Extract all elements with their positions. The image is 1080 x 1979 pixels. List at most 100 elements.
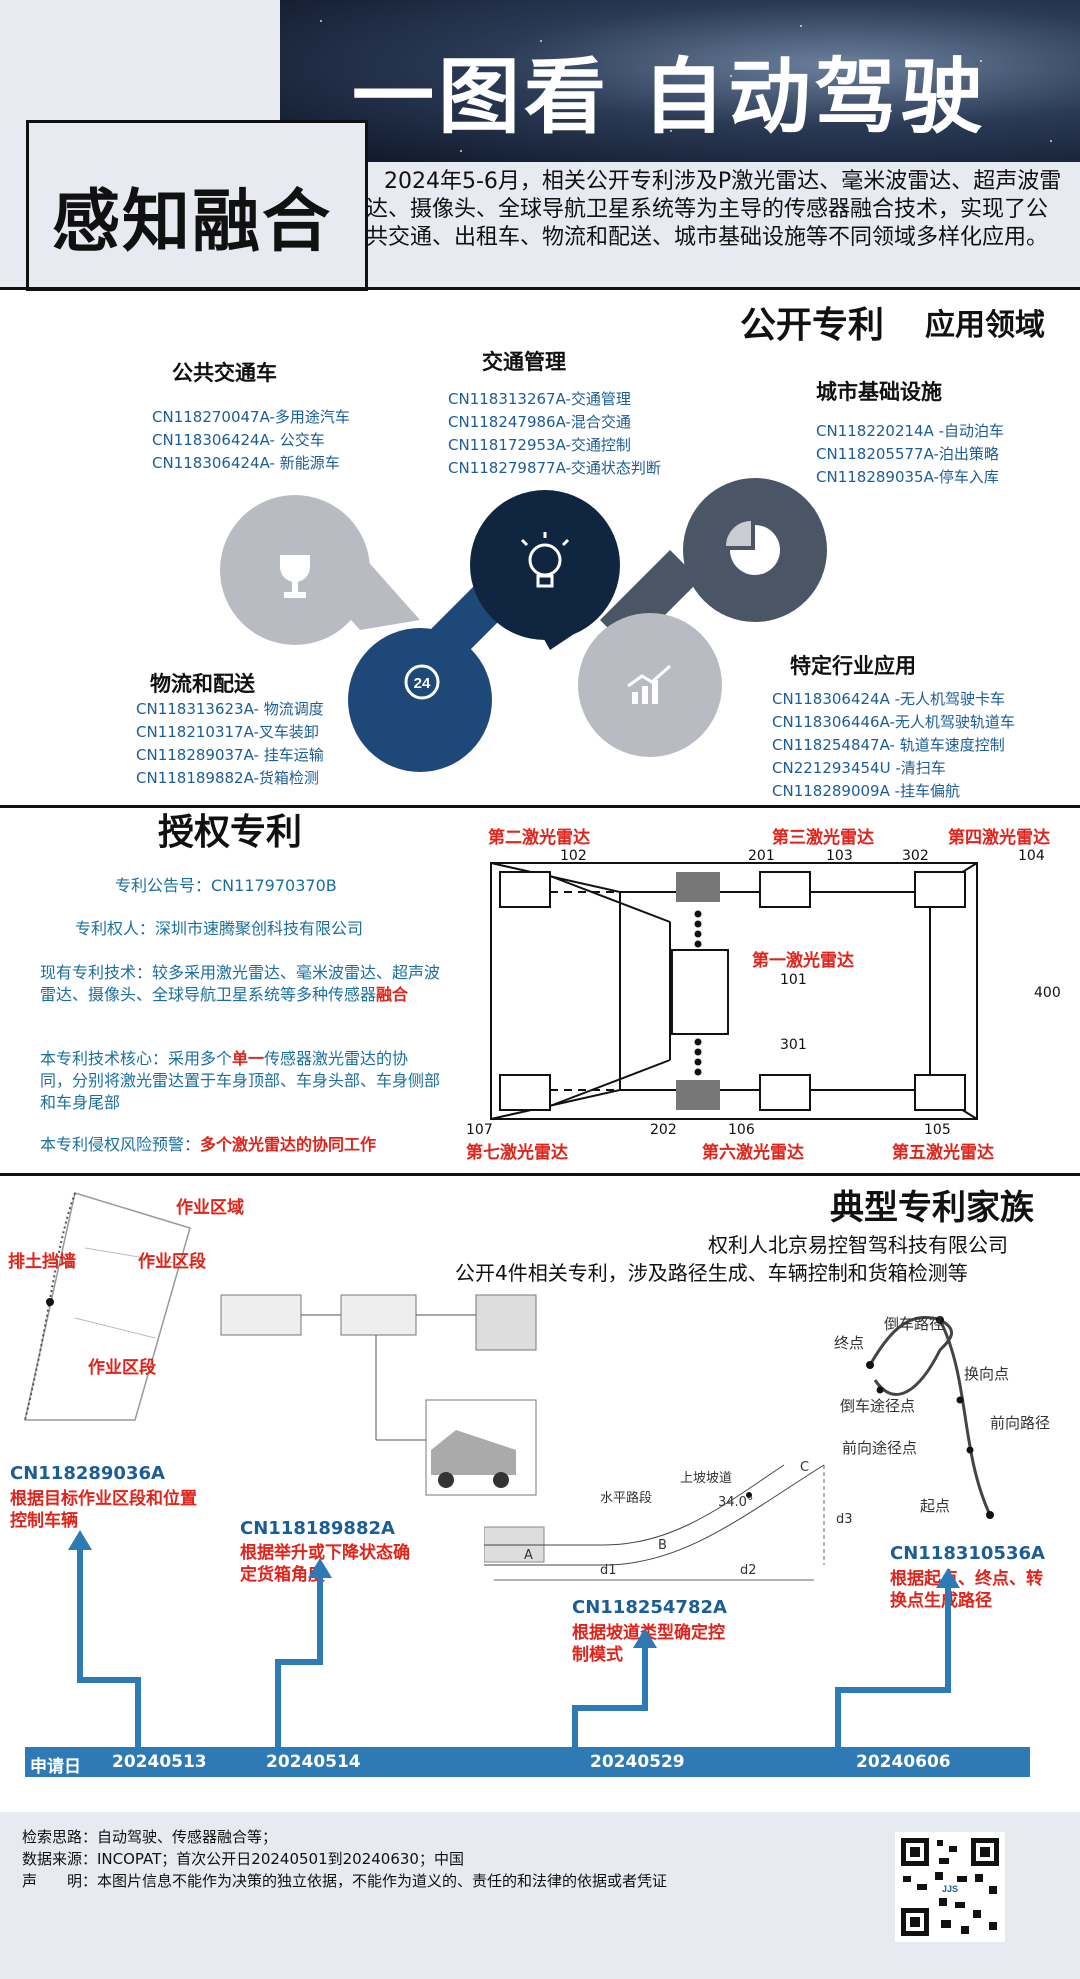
reference-number: 104 <box>1018 848 1045 864</box>
work-area-figure <box>24 1192 191 1421</box>
patent-item: CN118313623A- 物流调度 <box>136 700 324 718</box>
patent-item: CN118306446A-无人机驾驶轨道车 <box>772 713 1015 731</box>
trophy-icon <box>280 555 310 598</box>
application-field-subtitle: 应用领域 <box>925 308 1045 343</box>
pie-chart-icon <box>726 521 780 575</box>
lidar-vehicle-diagram <box>490 862 978 1120</box>
patent-item: CN118189882A-货箱检测 <box>136 769 319 787</box>
figure-text: 换向点 <box>964 1365 1010 1383</box>
main-title: 一图看 自动驾驶 <box>352 50 987 145</box>
figure-text: 上坡坡道 <box>680 1471 733 1486</box>
family-patent-description: 根据坡道类型确定控制模式 <box>572 1623 725 1665</box>
truck-control-figure <box>220 1294 537 1496</box>
timeline-arrows <box>68 1530 960 1748</box>
patent-list-logistics: CN118313623A- 物流调度 CN118210317A-叉车装卸 CN1… <box>136 698 324 790</box>
qr-code[interactable]: JJS <box>895 1832 1005 1942</box>
infringement-risk: 本专利侵权风险预警：多个激光雷达的协同工作 <box>40 1134 376 1156</box>
timeline-date: 20240513 <box>112 1752 207 1772</box>
intro-paragraph: 2024年5-6月，相关公开专利涉及P激光雷达、毫米波雷达、超声波雷达、摄像头、… <box>366 169 1062 250</box>
granted-patent-title: 授权专利 <box>158 812 303 853</box>
technology-core: 本专利技术核心：采用多个单一传感器激光雷达的协同，分别将激光雷达置于车身顶部、车… <box>40 1048 440 1114</box>
divider <box>0 287 1080 290</box>
timeline-date: 20240529 <box>590 1752 685 1772</box>
public-patents-title: 公开专利 <box>740 305 885 346</box>
reference-number: 105 <box>924 1122 951 1138</box>
reference-number: 301 <box>780 1037 807 1053</box>
lidar-label: 第五激光雷达 <box>892 1143 994 1163</box>
category-title: 城市基础设施 <box>816 380 942 404</box>
patent-family-description: 公开4件相关专利，涉及路径生成、车辆控制和货箱检测等 <box>455 1261 968 1285</box>
family-patent-number: CN118289036A <box>10 1463 165 1484</box>
patent-item: CN118172953A-交通控制 <box>448 436 631 454</box>
timeline-date: 20240514 <box>266 1752 361 1772</box>
figure-label: 排土挡墙 <box>8 1252 76 1272</box>
family-patent-description: 根据目标作业区段和位置控制车辆 <box>10 1489 197 1531</box>
figure-text: 34.0° <box>718 1495 754 1510</box>
patent-item: CN118220214A -自动泊车 <box>816 422 1005 440</box>
family-patent-number: CN118310536A <box>890 1543 1045 1564</box>
timeline-date: 20240606 <box>856 1752 951 1772</box>
lightbulb-icon <box>520 532 570 588</box>
figure-text: B <box>658 1538 667 1553</box>
footer-search-strategy: 检索思路：自动驾驶、传感器融合等； <box>22 1828 278 1846</box>
patent-item: CN118306424A -无人机驾驶卡车 <box>772 690 1006 708</box>
figure-text: A <box>524 1548 533 1563</box>
reference-number: 400 <box>1034 985 1061 1001</box>
technology-core-text: 本专利技术核心：采用多个 <box>40 1049 233 1068</box>
divider <box>0 1173 1080 1176</box>
figure-text: 倒车路径 <box>884 1315 945 1333</box>
figure-label: 作业区段 <box>88 1358 156 1378</box>
patent-list-special-industry: CN118306424A -无人机驾驶卡车 CN118306446A-无人机驾驶… <box>772 688 1015 803</box>
figure-text: d2 <box>740 1563 757 1578</box>
existing-technology-text: 现有专利技术：较多采用激光雷达、毫米波雷达、超声波雷达、摄像头、全球导航卫星系统… <box>40 963 441 1004</box>
reference-number: 101 <box>780 972 807 988</box>
lidar-label: 第七激光雷达 <box>466 1143 568 1163</box>
section-title-box <box>26 120 368 291</box>
24h-phone-icon: 24 <box>404 664 440 700</box>
reference-number: 102 <box>560 848 587 864</box>
family-patent-description: 根据举升或下降状态确定货箱角度 <box>240 1543 410 1585</box>
patent-item: CN118289009A -挂车偏航 <box>772 782 961 800</box>
patent-item: CN118306424A- 新能源车 <box>152 454 340 472</box>
figure-text: 水平路段 <box>600 1491 653 1506</box>
family-patent-number: CN118189882A <box>240 1518 395 1539</box>
category-title: 特定行业应用 <box>790 654 916 678</box>
patent-item: CN221293454U -清扫车 <box>772 759 946 777</box>
reference-number: 302 <box>902 848 929 864</box>
patent-family-title: 典型专利家族 <box>830 1188 1034 1228</box>
path-generation-figure <box>866 1315 994 1519</box>
patent-item: CN118289035A-停车入库 <box>816 468 999 486</box>
figure-text: 起点 <box>920 1497 951 1515</box>
technology-core-highlight: 单一 <box>232 1049 265 1068</box>
patent-list-urban-infrastructure: CN118220214A -自动泊车 CN118205577A-泊出策略 CN1… <box>816 420 1004 489</box>
section-title: 感知融合 <box>52 183 333 262</box>
existing-technology: 现有专利技术：较多采用激光雷达、毫米波雷达、超声波雷达、摄像头、全球导航卫星系统… <box>40 962 440 1006</box>
patent-owner: 专利权人：深圳市速腾聚创科技有限公司 <box>75 919 364 938</box>
patent-item: CN118210317A-叉车装卸 <box>136 723 319 741</box>
patent-item: CN118270047A-多用途汽车 <box>152 408 350 426</box>
patent-item: CN118254847A- 轨道车速度控制 <box>772 736 1005 754</box>
reference-number: 202 <box>650 1122 677 1138</box>
intro-background <box>280 162 1080 287</box>
patent-item: CN118313267A-交通管理 <box>448 390 631 408</box>
lidar-label: 第一激光雷达 <box>752 951 854 971</box>
timeline-label: 申请日 <box>30 1757 81 1777</box>
patent-item: CN118289037A- 挂车运输 <box>136 746 324 764</box>
patent-item: CN118279877A-交通状态判断 <box>448 459 661 477</box>
svg-text:24: 24 <box>414 675 431 692</box>
footer-disclaimer: 声 明：本图片信息不能作为决策的独立依据，不能作为道义的、责任的和法律的依据或者… <box>22 1872 668 1890</box>
family-patent-number: CN118254782A <box>572 1597 727 1618</box>
patent-item: CN118247986A-混合交通 <box>448 413 631 431</box>
circle-logistics <box>348 628 492 772</box>
reference-number: 103 <box>826 848 853 864</box>
header-banner <box>280 0 1080 162</box>
reference-number: 201 <box>748 848 775 864</box>
category-title: 交通管理 <box>482 350 566 374</box>
circle-special-industry <box>578 613 722 757</box>
patent-item: CN118306424A- 公交车 <box>152 431 325 449</box>
patent-item: CN118205577A-泊出策略 <box>816 445 999 463</box>
reference-number: 106 <box>728 1122 755 1138</box>
figure-text: d3 <box>836 1512 853 1527</box>
timeline-bar <box>25 1747 1030 1777</box>
figure-label: 作业区域 <box>176 1198 244 1218</box>
